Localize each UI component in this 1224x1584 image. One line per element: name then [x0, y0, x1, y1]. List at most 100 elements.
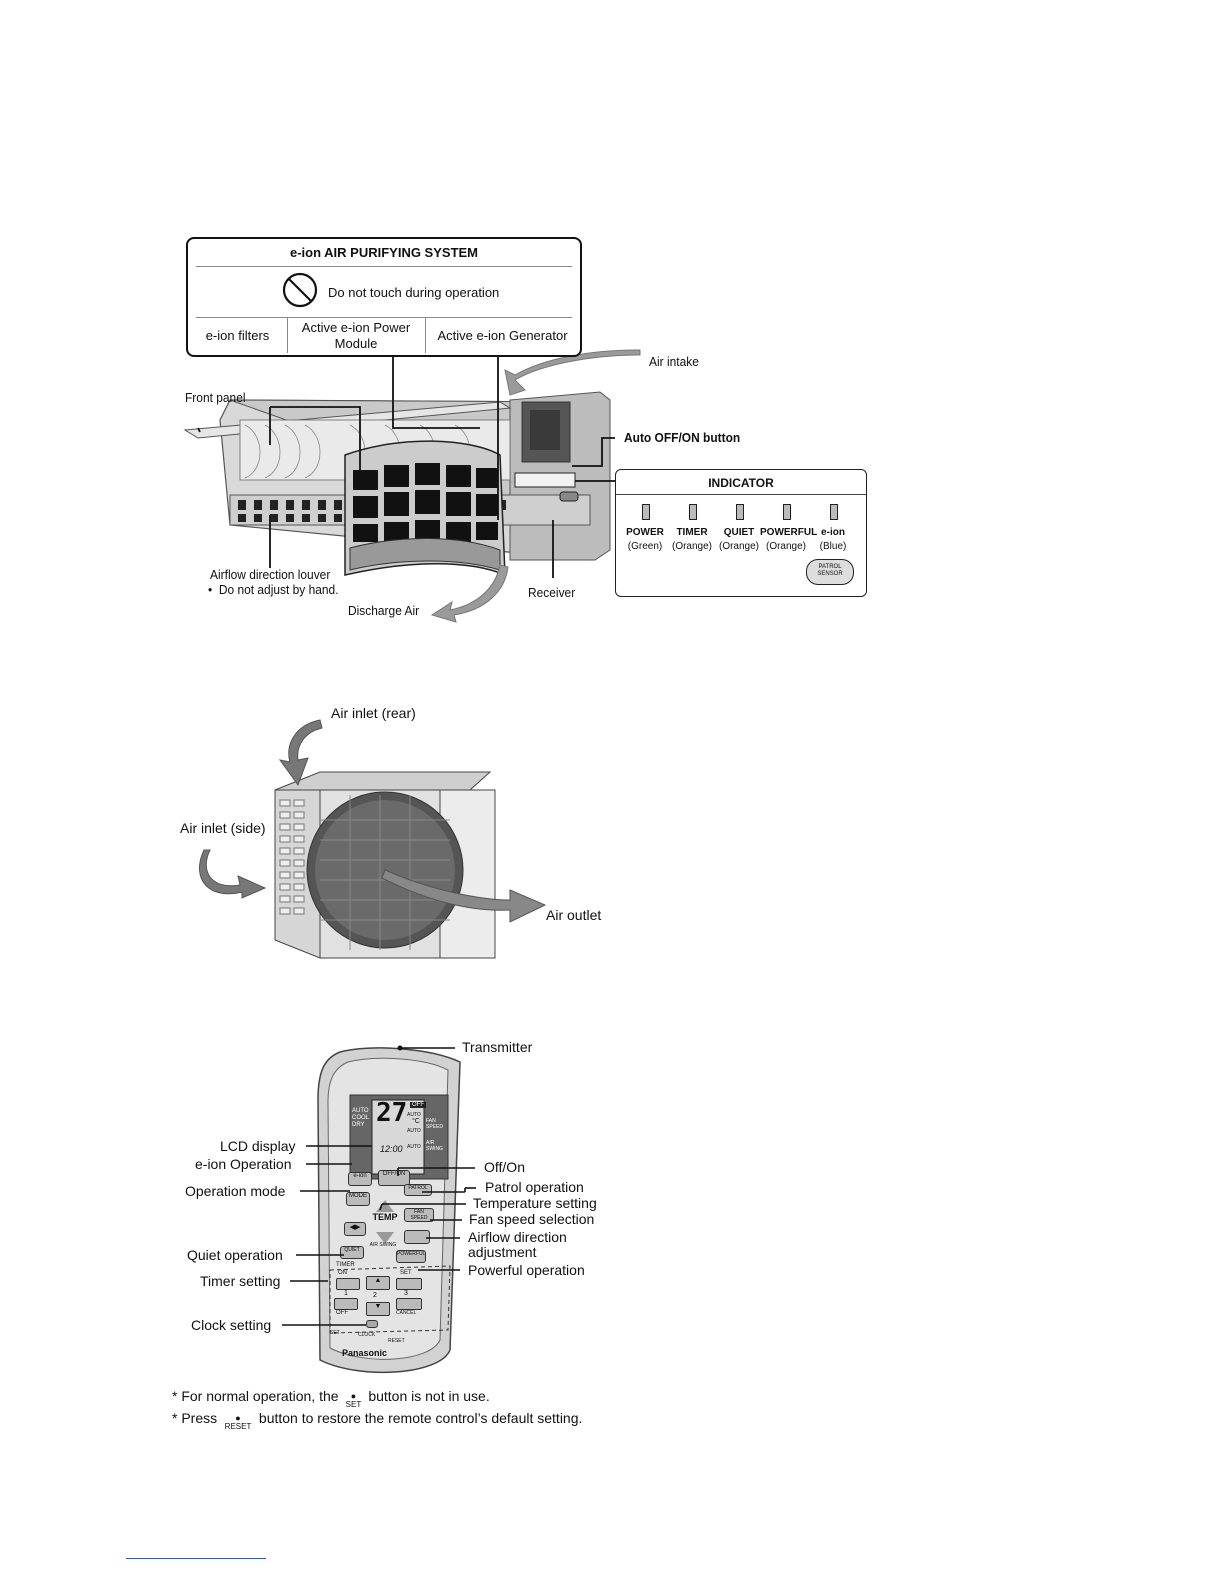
timer-label: TIMER [336, 1262, 355, 1268]
indicator-color: (Orange) [671, 541, 712, 552]
patrol-sensor-label-1: PATROL [818, 564, 842, 570]
lcd-mode-list: AUTO COOL DRY [352, 1108, 370, 1128]
reset-button-icon: ●RESET [224, 1413, 252, 1431]
patrol-sensor-label-2: SENSOR [817, 571, 843, 577]
lcd-auto-2: AUTO [407, 1128, 421, 1134]
reset-small-label: RESET [388, 1338, 405, 1344]
powerful-operation-label: Powerful operation [468, 1262, 585, 1278]
indicator-name: POWER [626, 527, 664, 538]
swing-left-right-button[interactable]: ◀▶ [344, 1222, 366, 1236]
timer-set-button[interactable] [396, 1278, 422, 1290]
note-2-start: * Press [172, 1410, 218, 1426]
transmitter-label: Transmitter [462, 1039, 533, 1055]
air-inlet-side-label: Air inlet (side) [180, 820, 266, 836]
indicator-title: INDICATOR [708, 476, 774, 490]
off-on-button[interactable]: OFF/ON [378, 1170, 410, 1186]
air-inlet-rear-label: Air inlet (rear) [331, 705, 416, 721]
indicator-name: QUIET [723, 527, 755, 538]
patrol-button[interactable]: PATROL [404, 1184, 432, 1196]
timer-down-button[interactable]: ▼ [366, 1302, 390, 1316]
indicator-color: (Orange) [718, 541, 759, 552]
brand-logo: Panasonic [342, 1348, 388, 1358]
note-2-end: button to restore the remote control’s d… [258, 1410, 583, 1426]
timer-off-label: OFF [336, 1310, 348, 1316]
indicator-panel: INDICATOR POWER (Green) TIMER (Orange) QUIET… [615, 469, 867, 597]
indicator-color: (Orange) [765, 541, 806, 552]
note-set-button: * For normal operation, the ●SET button … [172, 1388, 490, 1409]
timer-setting-label: Timer setting [200, 1273, 281, 1289]
clock-setting-label: Clock setting [191, 1317, 272, 1333]
bullet: • [208, 582, 219, 597]
air-swing-button[interactable]: AIR SWING [369, 1242, 397, 1248]
lcd-unit: °C [412, 1118, 420, 1125]
indicator-name: TIMER [676, 527, 708, 538]
timer-cancel-label: CANCEL [396, 1310, 417, 1316]
eion-box-title: e-ion AIR PURIFYING SYSTEM [289, 245, 479, 260]
timer-set-label: SET [400, 1270, 412, 1276]
louver-note-text: Do not adjust by hand. [218, 582, 339, 597]
temp-down-icon[interactable] [376, 1232, 394, 1244]
mode-button[interactable]: MODE [346, 1192, 370, 1206]
temperature-setting-label: Temperature setting [473, 1195, 597, 1211]
eion-box-col-sep-1 [287, 317, 288, 353]
louver-label: Airflow direction louver [210, 567, 331, 582]
set-small-label: SET [330, 1330, 340, 1336]
temp-button[interactable]: TEMP [372, 1212, 398, 1222]
timer-2-label: 2 [373, 1292, 377, 1299]
note-1-end: button is not in use. [368, 1388, 490, 1404]
indoor-unit-diagram: e-ion AIR PURIFYING SYSTEM Do not touch … [170, 230, 870, 630]
timer-cancel-button[interactable] [396, 1298, 422, 1310]
eion-box-divider-2 [196, 317, 572, 318]
eion-box-col-sep-2 [425, 317, 426, 353]
quiet-operation-label: Quiet operation [187, 1247, 283, 1263]
outdoor-unit-drawing [199, 719, 547, 959]
eion-operation-label: e-ion Operation [195, 1156, 292, 1172]
set-button-icon: ●SET [345, 1391, 362, 1409]
indicator-lamp [689, 504, 697, 520]
eion-system-box: e-ion AIR PURIFYING SYSTEM Do not touch … [186, 237, 582, 357]
airflow-button[interactable] [404, 1230, 430, 1244]
lcd-display-label: LCD display [220, 1138, 296, 1154]
eion-power-module-label-2: Module [334, 336, 378, 351]
note-reset-button: * Press ●RESET button to restore the rem… [172, 1410, 582, 1431]
note-1-btn: SET [345, 1400, 362, 1409]
note-2-btn: RESET [224, 1422, 252, 1431]
indicator-lamp [783, 504, 791, 520]
patrol-operation-label: Patrol operation [485, 1179, 584, 1195]
auto-off-on-button-label: Auto OFF/ON button [624, 430, 741, 445]
eion-box-divider [196, 266, 572, 267]
indicator-name: POWERFUL [760, 527, 818, 538]
lcd-air-swing: AIR SWING [426, 1140, 443, 1152]
indicator-color: (Green) [627, 541, 663, 552]
lcd-clock: 12:00 [380, 1144, 403, 1154]
footer-link-underline[interactable] [126, 1558, 266, 1559]
eion-box-warning: Do not touch during operation [328, 285, 500, 300]
air-intake-label: Air intake [649, 354, 699, 369]
lcd-temperature: 27 [376, 1098, 408, 1128]
indicator-name: e-ion [821, 527, 845, 538]
discharge-air-label: Discharge Air [348, 603, 420, 618]
lcd-auto-3: AUTO [407, 1144, 421, 1150]
front-panel-label: Front panel [185, 390, 246, 405]
timer-off-button[interactable] [334, 1298, 358, 1310]
timer-on-label: ON [338, 1270, 347, 1276]
receiver-label: Receiver [528, 585, 576, 600]
temp-up-icon[interactable] [376, 1200, 394, 1212]
powerful-button[interactable]: POWERFUL [396, 1250, 426, 1263]
fan-speed-selection-label: Fan speed selection [469, 1211, 595, 1227]
clock-button[interactable] [366, 1320, 378, 1328]
operation-mode-label: Operation mode [185, 1183, 286, 1199]
airflow-direction-label: Airflow direction [468, 1229, 567, 1245]
eion-button[interactable]: e-ion [348, 1172, 372, 1186]
indicator-lamp [830, 504, 838, 520]
eion-power-module-label-1: Active e-ion Power [301, 320, 411, 335]
quiet-button[interactable]: QUIET [340, 1246, 364, 1259]
timer-up-button[interactable]: ▲ [366, 1276, 390, 1290]
note-1-start: * For normal operation, the [172, 1388, 339, 1404]
timer-on-button[interactable] [336, 1278, 360, 1290]
lcd-auto-1: AUTO [407, 1112, 421, 1118]
timer-1-label: 1 [344, 1290, 348, 1297]
indicator-lamp [642, 504, 650, 520]
air-outlet-label: Air outlet [546, 907, 602, 923]
fan-speed-button[interactable]: FAN SPEED [404, 1208, 434, 1222]
